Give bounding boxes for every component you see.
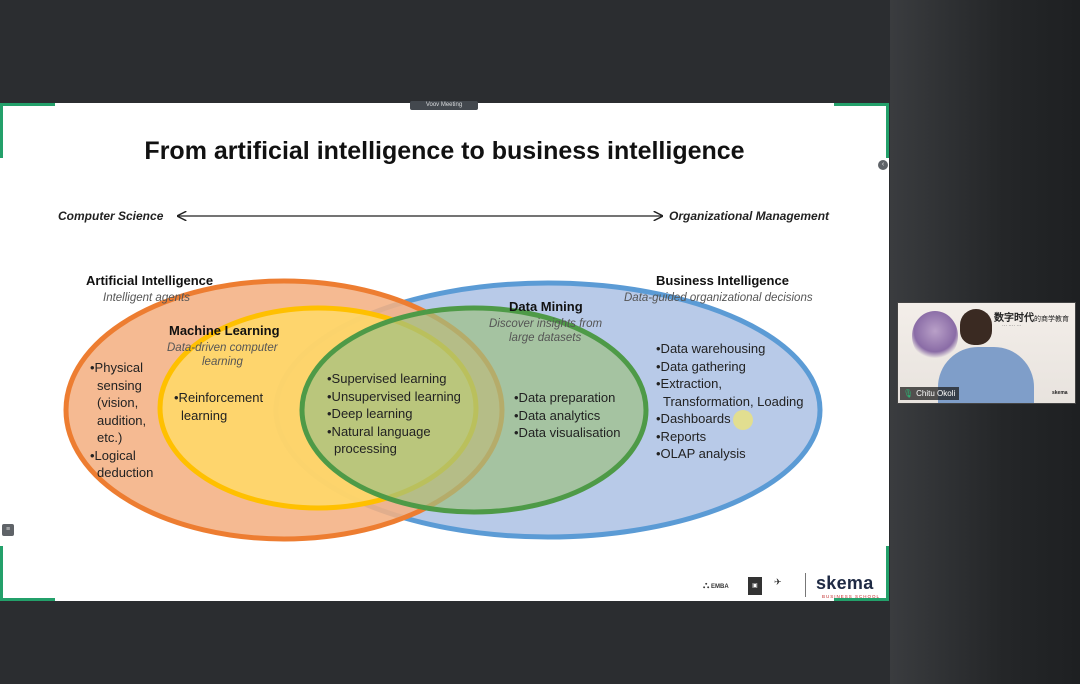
list-item: audition,: [97, 412, 147, 428]
list-item: •Data preparation: [514, 390, 616, 405]
list-item: •Logical: [90, 447, 136, 463]
dm-subtitle-2: large datasets: [509, 332, 582, 344]
cursor-highlight-icon: [733, 410, 753, 430]
list-item: •Dashboards: [656, 411, 731, 426]
background-graphic-icon: [912, 311, 958, 361]
emba-logo-icon: ⛬ EMBA: [703, 580, 729, 590]
frame-corner-tr: [834, 103, 889, 158]
bi-list: •Data warehousing •Data gathering •Extra…: [656, 340, 803, 463]
logo-divider: [805, 573, 806, 597]
frame-corner-br: [834, 546, 889, 601]
participant-name-tag: 🎙Chitu Okoli: [900, 387, 960, 400]
list-item: •Unsupervised learning: [327, 388, 461, 404]
overlap-list: •Supervised learning •Unsupervised learn…: [327, 370, 461, 458]
skema-logo: skema: [816, 573, 874, 593]
dm-list: •Data preparation •Data analytics •Data …: [514, 389, 620, 442]
list-item: (vision,: [97, 395, 139, 410]
skema-logo-subtitle: BUSINESS SCHOOL: [822, 594, 881, 599]
list-item: •Data analytics: [514, 407, 601, 423]
list-item: •Supervised learning: [327, 371, 447, 386]
list-item: sensing: [97, 377, 142, 393]
dm-heading: Data Mining: [509, 299, 583, 314]
list-item: Transformation, Loading: [663, 393, 804, 409]
list-item: •Reports: [656, 428, 707, 444]
venn-diagram: [63, 278, 823, 542]
list-item: •Reinforcement: [174, 390, 264, 405]
participant-name: Chitu Okoli: [916, 389, 956, 398]
list-item: •Extraction,: [656, 376, 722, 391]
bi-subtitle: Data-guided organizational decisions: [624, 292, 813, 304]
list-item: •Deep learning: [327, 406, 413, 421]
partner-logo-icon: ▣: [748, 577, 762, 595]
list-item: •Physical: [90, 360, 143, 375]
ai-list: •Physical sensing (vision, audition, etc…: [90, 359, 153, 482]
ai-subtitle: Intelligent agents: [103, 292, 190, 304]
meeting-tab[interactable]: Voov Meeting: [410, 101, 478, 110]
background-text: 数字时代的商学教育: [994, 313, 1069, 324]
axis-label-right: Organizational Management: [669, 209, 830, 223]
frame-corner-tl: [0, 103, 55, 158]
collapse-panel-icon[interactable]: ‹: [878, 160, 888, 170]
person-head: [960, 309, 992, 345]
dm-ellipse: [299, 305, 649, 515]
ml-subtitle-2: learning: [202, 356, 243, 368]
partner-logo-2-icon: ✈: [774, 577, 782, 587]
slide-title: From artificial intelligence to business…: [144, 137, 745, 165]
frame-corner-bl: [0, 546, 55, 601]
list-item: learning: [181, 407, 228, 423]
microphone-icon: 🎙: [903, 389, 914, 398]
participant-video[interactable]: 数字时代的商学教育 ··· ···· ···: [897, 302, 1076, 404]
background-subtext: ··· ···· ···: [1002, 323, 1022, 329]
list-item: •Natural language: [327, 423, 431, 439]
ml-subtitle-1: Data-driven computer: [167, 342, 278, 354]
bi-heading: Business Intelligence: [656, 273, 789, 288]
dm-subtitle-1: Discover insights from: [489, 318, 603, 330]
axis-label-left: Computer Science: [58, 209, 164, 223]
list-item: •OLAP analysis: [656, 446, 746, 461]
side-toggle-icon[interactable]: ≡: [2, 524, 14, 536]
ml-list: •Reinforcement learning: [174, 389, 263, 424]
axis-arrow: [0, 103, 889, 601]
list-item: etc.): [97, 430, 123, 445]
list-item: processing: [334, 441, 397, 456]
ai-heading: Artificial Intelligence: [86, 273, 214, 288]
list-item: •Data visualisation: [514, 425, 621, 440]
shared-slide: From artificial intelligence to business…: [0, 103, 889, 601]
list-item: •Data warehousing: [656, 341, 766, 356]
video-logo-icon: skema: [1052, 390, 1068, 396]
list-item: deduction: [97, 465, 154, 480]
ml-heading: Machine Learning: [169, 323, 280, 338]
list-item: •Data gathering: [656, 358, 746, 374]
